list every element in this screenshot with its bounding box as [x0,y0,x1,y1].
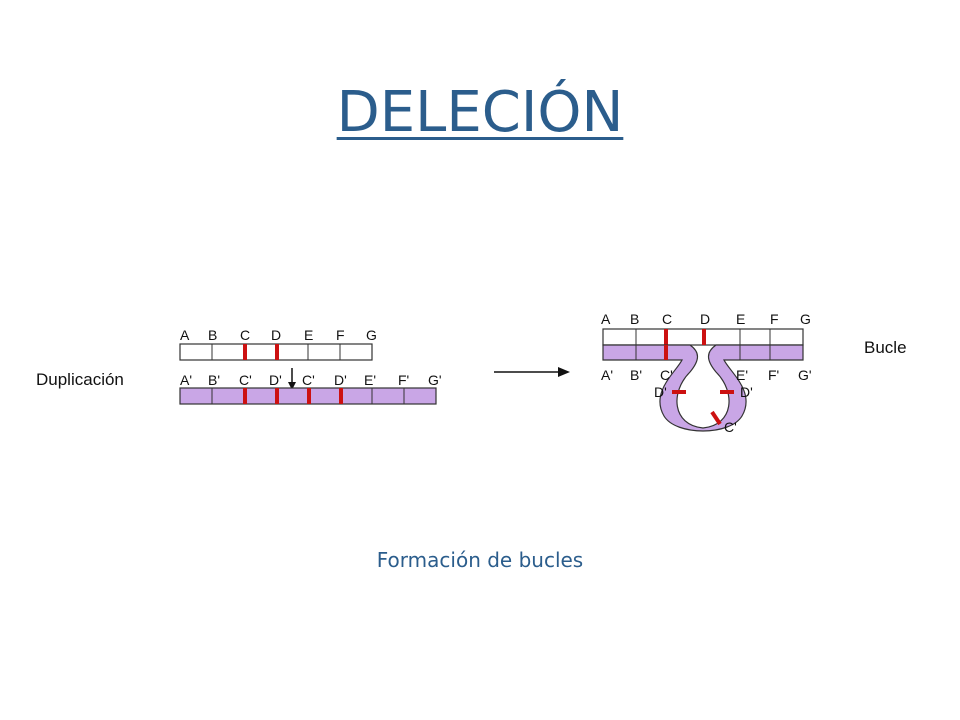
loop-gene-labels: D' D' C' [654,384,753,435]
right-top-gene-2: C [662,311,672,327]
right-top-gene-5: F [770,311,779,327]
left-top-gene-labels: A B C D E F G [180,327,377,343]
right-bottom-gene-labels: A' B' C' E' F' G' [601,367,812,383]
left-top-gene-2: C [240,327,250,343]
right-bottom-gene-1: B' [630,367,642,383]
right-bottom-gene-0: A' [601,367,613,383]
right-top-gene-6: G [800,311,811,327]
loop-gene-1: D' [740,384,753,400]
right-bottom-gene-5: G' [798,367,812,383]
left-top-gene-3: D [271,327,281,343]
left-bottom-gene-2: C' [239,372,252,388]
right-top-gene-1: B [630,311,639,327]
left-bottom-gene-1: B' [208,372,220,388]
right-top-gene-labels: A B C D E F G [601,311,811,327]
loop-gene-2: C' [724,419,737,435]
left-bottom-gene-5: D' [334,372,347,388]
right-bottom-gene-2: C' [660,367,673,383]
loop-label: Bucle [864,338,907,357]
right-bottom-gene-4: F' [768,367,779,383]
left-bottom-gene-labels: A' B' C' D' C' D' E' F' G' [180,372,442,388]
left-top-gene-5: F [336,327,345,343]
band-d-top-left [275,344,279,360]
left-top-gene-1: B [208,327,217,343]
band-c-top-left [243,344,247,360]
right-top-gene-3: D [700,311,710,327]
duplication-label: Duplicación [36,370,124,389]
left-top-gene-0: A [180,327,190,343]
slide-title: DELECIÓN [336,80,624,145]
left-bottom-gene-0: A' [180,372,192,388]
left-bottom-gene-4: C' [302,372,315,388]
loop-gene-0: D' [654,384,667,400]
left-bottom-gene-8: G' [428,372,442,388]
right-bottom-gene-3: E' [736,367,748,383]
right-top-gene-4: E [736,311,745,327]
left-top-gene-6: G [366,327,377,343]
left-bottom-gene-7: F' [398,372,409,388]
looped-chromatid [602,344,804,432]
right-top-gene-0: A [601,311,611,327]
left-bottom-gene-6: E' [364,372,376,388]
left-bottom-gene-3: D' [269,372,282,388]
left-top-gene-4: E [304,327,313,343]
caption: Formación de bucles [376,548,584,572]
